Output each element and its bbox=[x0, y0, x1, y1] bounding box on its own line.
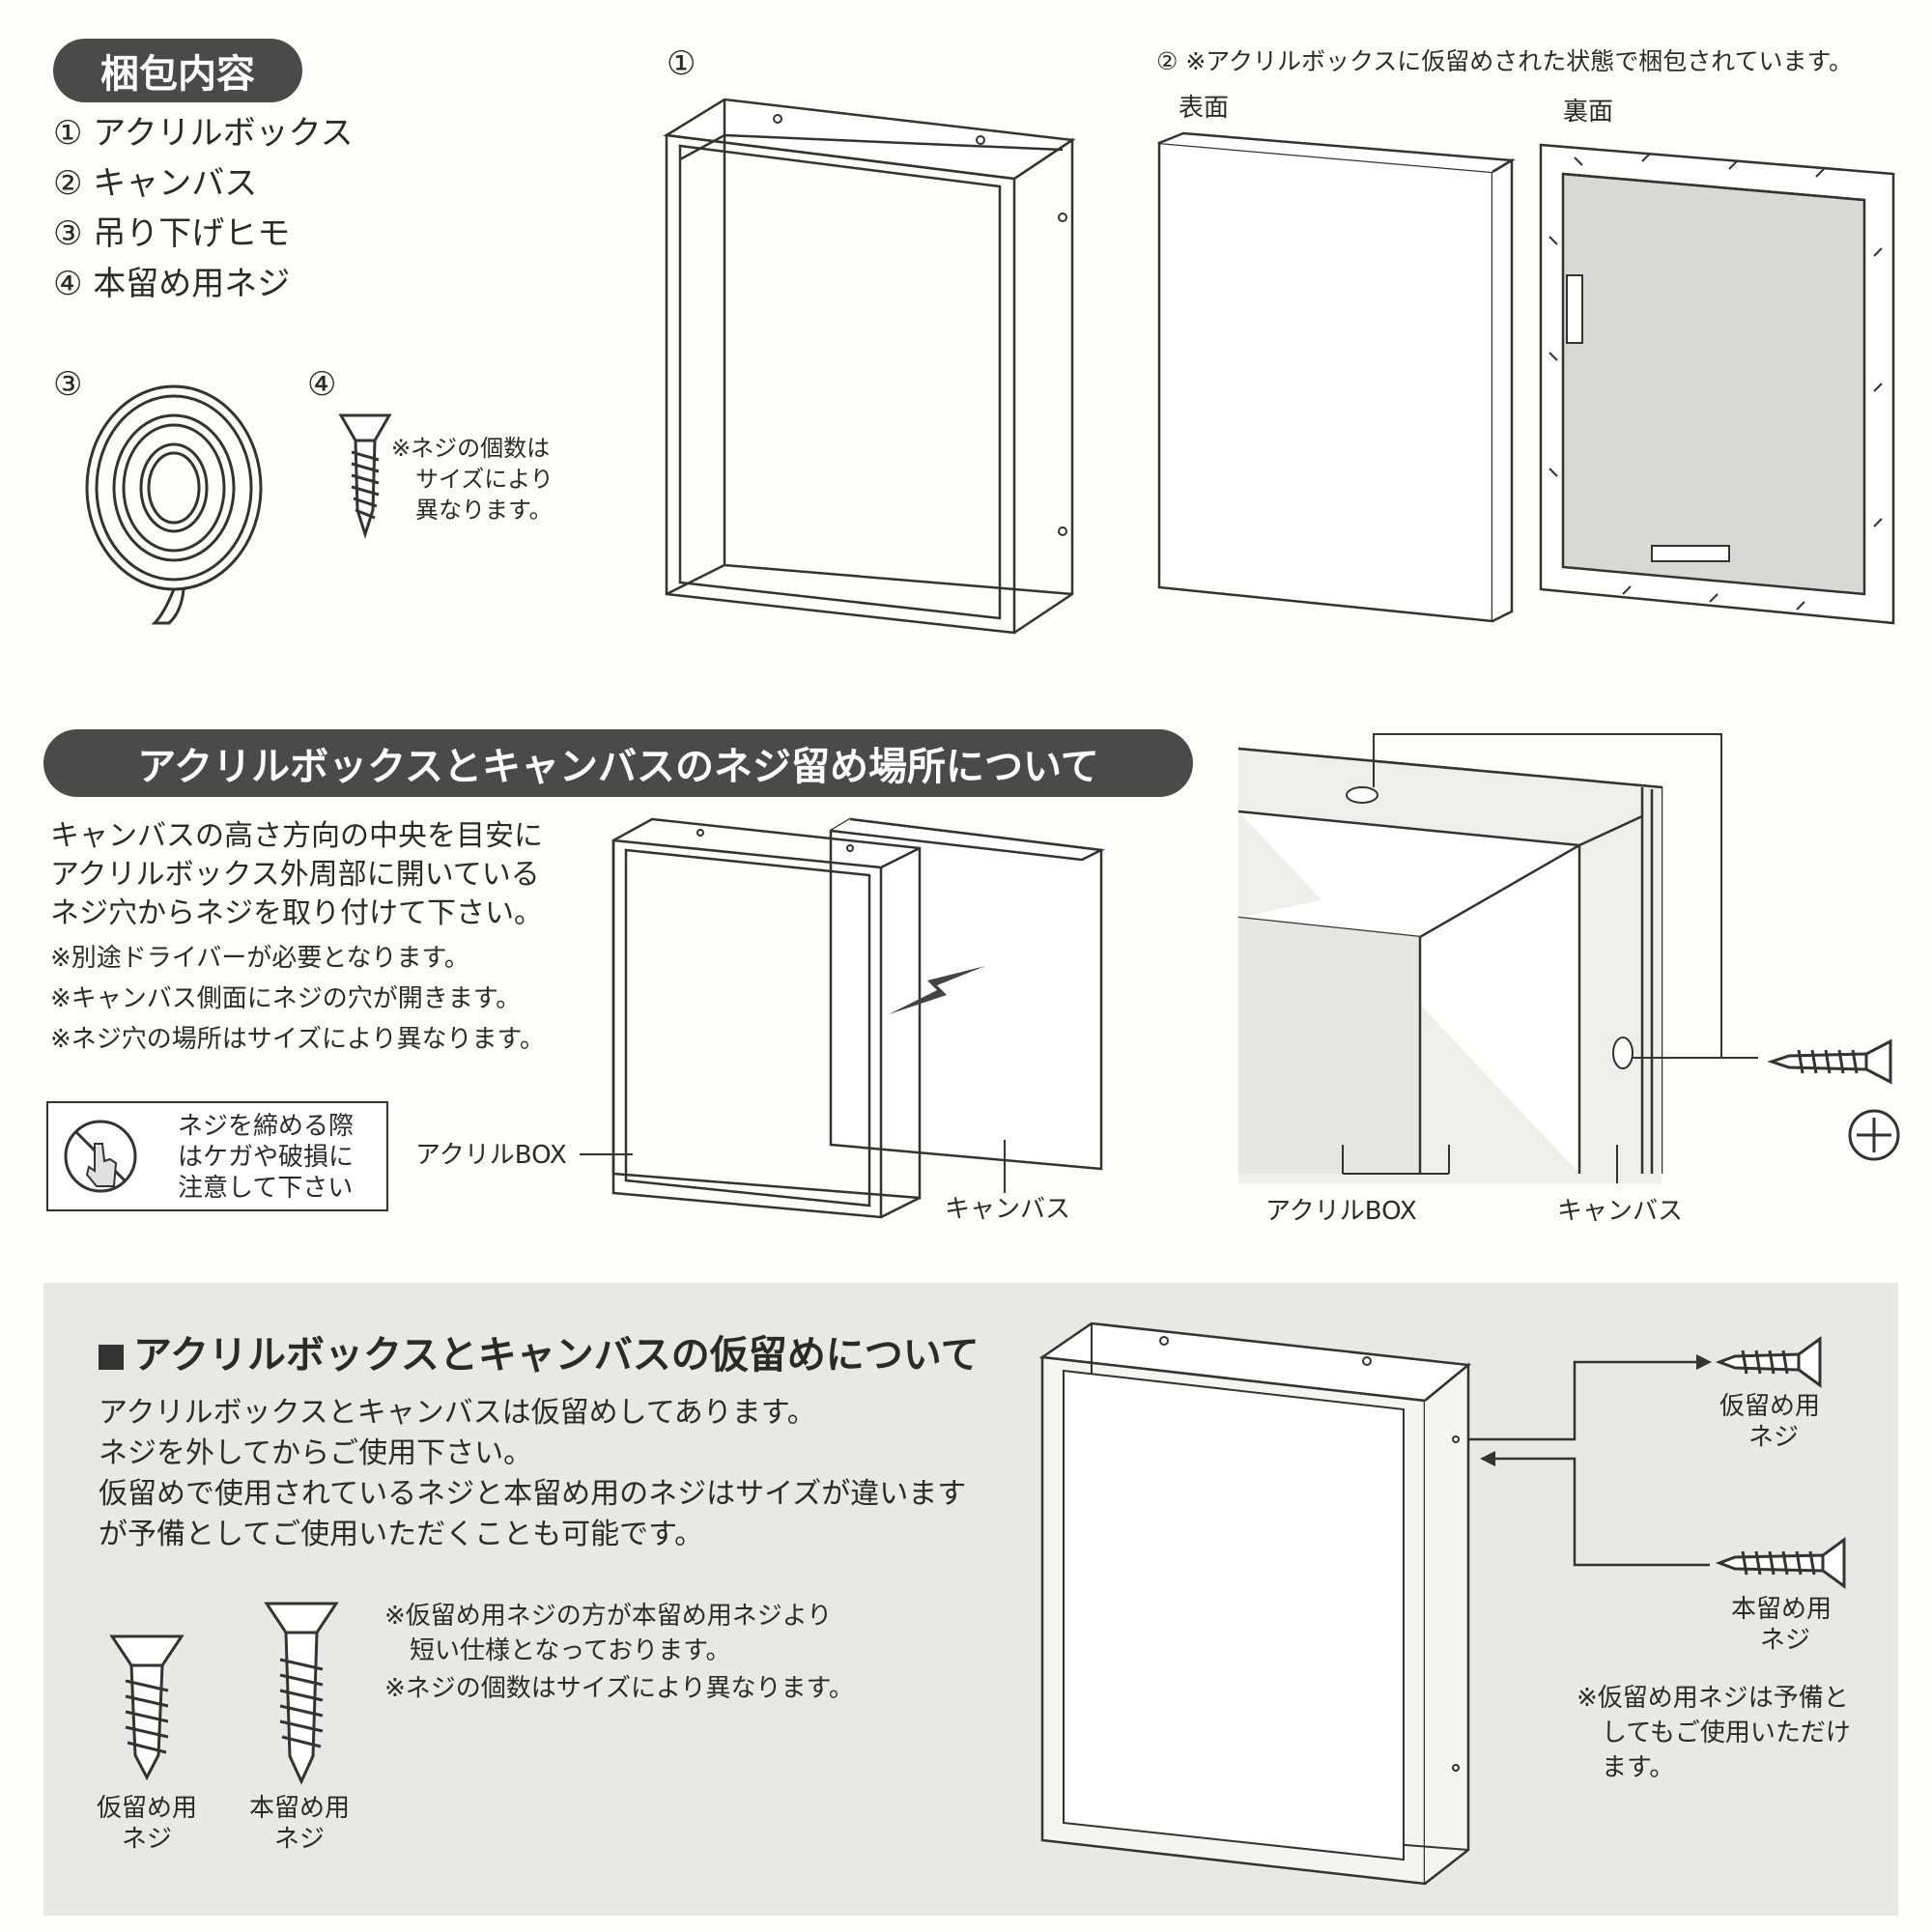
caution-box: ネジを締める際 はケガや破損に 注意して下さい bbox=[46, 1101, 388, 1211]
caution-line-2: はケガや破損に bbox=[178, 1143, 355, 1172]
detail-acrylic-label: アクリルBOX bbox=[1265, 1197, 1417, 1226]
figure2-note: ② ※アクリルボックスに仮留めされた状態で梱包されています。 bbox=[1156, 47, 1854, 75]
acrylic-box-label: アクリルBOX bbox=[415, 1141, 567, 1170]
main-screw-label-1: 本留め用 bbox=[249, 1794, 351, 1823]
temporary-screw-icon bbox=[109, 1634, 185, 1781]
temporary-title: アクリルボックスとキャンバスの仮留めについて bbox=[99, 1323, 980, 1379]
main-screw-label-2: ネジ bbox=[274, 1825, 326, 1854]
temporary-title-text: アクリルボックスとキャンバスの仮留めについて bbox=[133, 1333, 980, 1378]
right-temp-label-2: ネジ bbox=[1748, 1423, 1800, 1452]
contents-title: 梱包内容 bbox=[53, 39, 302, 102]
caution-line-3: 注意して下さい bbox=[178, 1174, 354, 1203]
screw-icon bbox=[338, 413, 392, 539]
screw-note-line-2: サイズにより bbox=[415, 466, 554, 493]
caution-line-1: ネジを締める際 bbox=[178, 1112, 355, 1141]
screw-closeup-illustration bbox=[1237, 733, 1758, 1183]
back-label: 裏面 bbox=[1563, 98, 1614, 127]
contents-item-2: ② キャンバス bbox=[53, 164, 258, 203]
temporary-note-2: 短い仕様となっております。 bbox=[384, 1636, 731, 1665]
right-temp-screw-icon bbox=[1715, 1336, 1822, 1388]
canvas-back-illustration bbox=[1539, 143, 1895, 625]
main-screw-icon bbox=[264, 1602, 339, 1785]
right-main-label-1: 本留め用 bbox=[1731, 1595, 1833, 1624]
figure1-marker: ① bbox=[667, 44, 696, 83]
string-marker: ③ bbox=[53, 365, 83, 404]
screw-location-line-2: アクリルボックス外周部に開いている bbox=[50, 858, 540, 892]
screw-location-note-1: ※別途ドライバーが必要となります。 bbox=[50, 944, 469, 973]
temporary-line-1: アクリルボックスとキャンバスは仮留めしてあります。 bbox=[99, 1396, 816, 1430]
right-note-3: ます。 bbox=[1602, 1753, 1675, 1782]
hanging-string-icon bbox=[85, 384, 263, 625]
screw-location-note-2: ※キャンバス側面にネジの穴が開きます。 bbox=[50, 984, 522, 1013]
screw-note-line-3: 異なります。 bbox=[415, 497, 553, 524]
temporary-note-3: ※ネジの個数はサイズにより異なります。 bbox=[384, 1674, 854, 1703]
temporary-note-1: ※仮留め用ネジの方が本留め用ネジより bbox=[384, 1602, 833, 1631]
temporary-box-illustration bbox=[1038, 1321, 1472, 1886]
contents-title-text: 梱包内容 bbox=[100, 52, 255, 97]
screw-location-line-3: ネジ穴からネジを取り付けて下さい。 bbox=[50, 896, 543, 930]
screw-location-title: アクリルボックスとキャンバスのネジ留め場所について bbox=[43, 729, 1193, 797]
plus-screwdriver-icon bbox=[1848, 1109, 1900, 1161]
temporary-panel bbox=[43, 1283, 1898, 1916]
temporary-line-4: が予備としてご使用いただくことも可能です。 bbox=[99, 1518, 704, 1551]
screw-location-note-3: ※ネジ穴の場所はサイズにより異なります。 bbox=[50, 1025, 545, 1054]
contents-item-3: ③ 吊り下げヒモ bbox=[53, 214, 291, 253]
contents-item-4: ④ 本留め用ネジ bbox=[53, 265, 291, 303]
temporary-arrows bbox=[1468, 1354, 1712, 1567]
contents-item-1: ① アクリルボックス bbox=[53, 114, 354, 153]
canvas-front-illustration bbox=[1157, 131, 1516, 623]
right-note-2: してもご使用いただけ bbox=[1602, 1719, 1851, 1747]
canvas-label: キャンバス bbox=[945, 1195, 1071, 1224]
front-label: 表面 bbox=[1179, 94, 1230, 123]
screw-location-title-text: アクリルボックスとキャンバスのネジ留め場所について bbox=[137, 745, 1099, 789]
detail-canvas-label: キャンバス bbox=[1557, 1197, 1684, 1226]
detail-screw-icon bbox=[1767, 1038, 1892, 1085]
acrylic-box-illustration bbox=[663, 98, 1076, 635]
right-main-label-2: ネジ bbox=[1760, 1626, 1811, 1655]
right-temp-label-1: 仮留め用 bbox=[1719, 1392, 1821, 1421]
screw-note-line-1: ※ネジの個数は bbox=[391, 435, 551, 462]
temp-screw-label-1: 仮留め用 bbox=[97, 1794, 198, 1823]
right-note-1: ※仮留め用ネジは予備と bbox=[1577, 1684, 1849, 1713]
temporary-line-3: 仮留めで使用されているネジと本留め用のネジはサイズが違います bbox=[99, 1477, 967, 1511]
hand-caution-icon bbox=[64, 1120, 137, 1193]
right-main-screw-icon bbox=[1715, 1537, 1846, 1589]
assembly-illustration bbox=[580, 817, 1106, 1219]
screw-marker: ④ bbox=[307, 365, 337, 404]
temp-screw-label-2: ネジ bbox=[122, 1825, 173, 1854]
square-bullet-icon bbox=[99, 1345, 124, 1370]
screw-location-line-1: キャンバスの高さ方向の中央を目安に bbox=[50, 819, 543, 853]
temporary-line-2: ネジを外してからご使用下さい。 bbox=[99, 1436, 533, 1470]
